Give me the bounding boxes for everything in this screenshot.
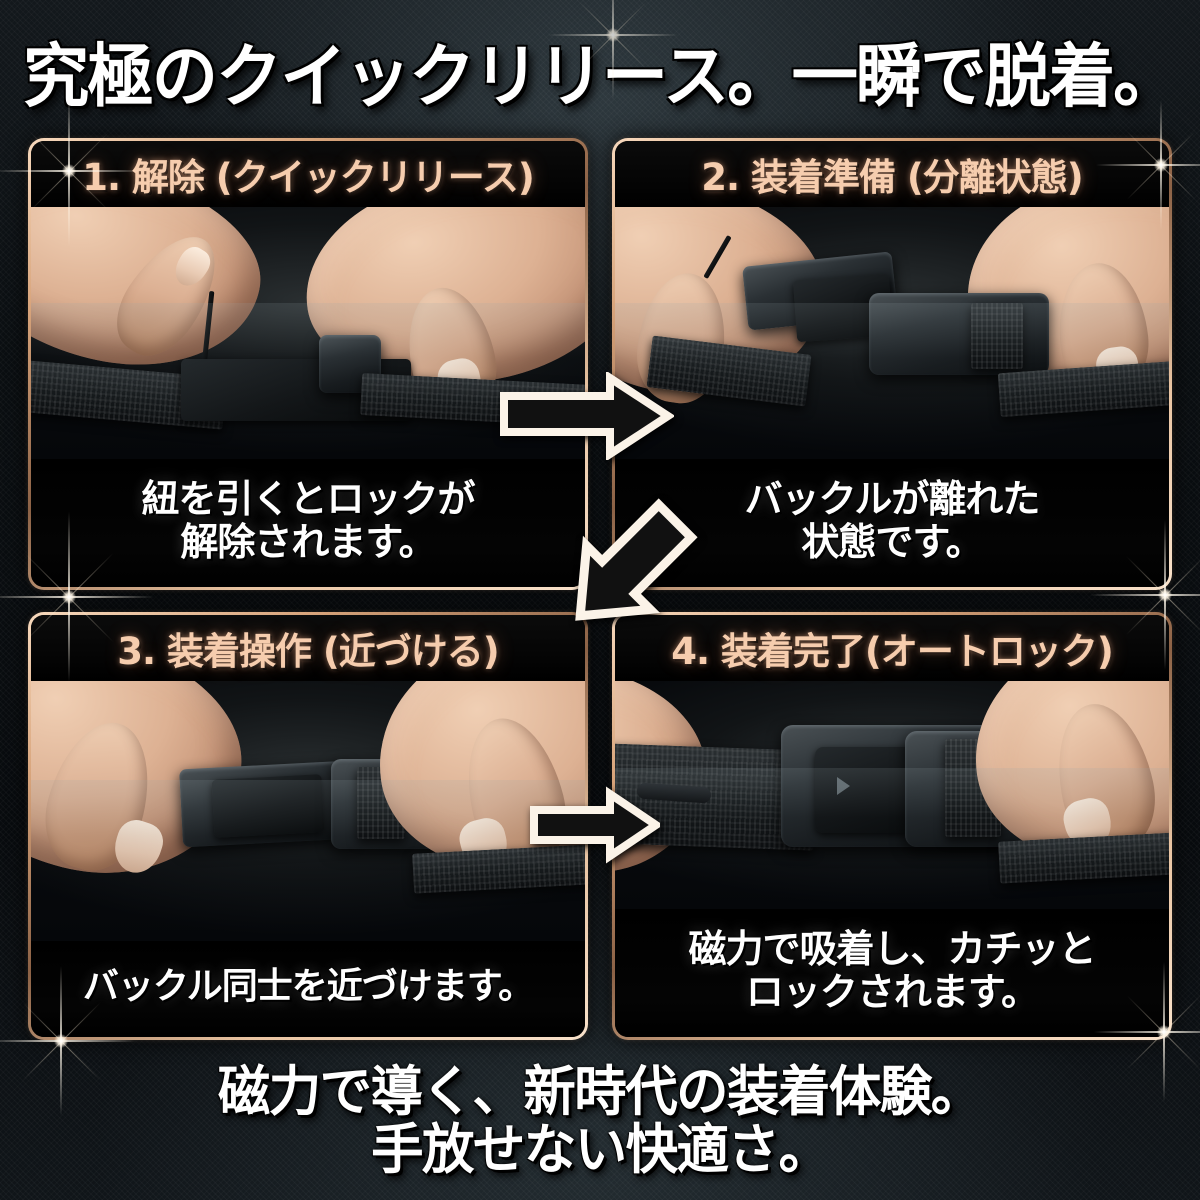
buckle-triangle-logo [837, 777, 850, 795]
step-4-header: 4. 装着完了(オートロック) [615, 615, 1169, 681]
step-4-photo [615, 681, 1169, 909]
step-1-photo [31, 207, 585, 459]
step-4-caption-text: 磁力で吸着し、カチッと ロックされます。 [688, 926, 1096, 1014]
step-1-header: 1. 解除 (クイックリリース) [31, 141, 585, 207]
step-3-header-text: 3. 装着操作 (近づける) [117, 630, 499, 673]
main-title-text: 究極のクイックリリース。一瞬で脱着。 [22, 37, 1179, 117]
step-1-caption-text: 紐を引くとロックが 解除されます。 [141, 476, 475, 564]
step-4-caption: 磁力で吸着し、カチッと ロックされます。 [615, 909, 1169, 1037]
footer-tagline: 磁力で導く、新時代の装着体験。 手放せない快適さ。 [0, 1046, 1200, 1196]
footer-line-2: 手放せない快適さ。 [370, 1118, 831, 1181]
arrow-1-to-2-icon [500, 372, 674, 460]
arrow-2-to-3-icon [575, 498, 698, 621]
step-2-caption-text: バックルが離れた 状態です。 [744, 476, 1041, 564]
step-panel-4: 4. 装着完了(オートロック) 磁力で吸着し、カチッと ロックされます。 [612, 612, 1172, 1040]
step-2-header-text: 2. 装着準備 (分離状態) [701, 156, 1083, 199]
step-1-caption: 紐を引くとロックが 解除されます。 [31, 459, 585, 587]
step-2-header: 2. 装着準備 (分離状態) [615, 141, 1169, 207]
step-1-header-text: 1. 解除 (クイックリリース) [82, 156, 535, 199]
step-3-caption: バックル同士を近づけます。 [31, 941, 585, 1037]
step-panel-2: 2. 装着準備 (分離状態) バックルが離れた 状態です。 [612, 138, 1172, 590]
step-4-header-text: 4. 装着完了(オートロック) [671, 630, 1114, 673]
footer-line-1: 磁力で導く、新時代の装着体験。 [218, 1059, 983, 1123]
step-2-caption: バックルが離れた 状態です。 [615, 459, 1169, 587]
arrow-3-to-4-icon [530, 786, 660, 864]
step-panel-3: 3. 装着操作 (近づける) バックル同士を近づけます。 [28, 612, 588, 1040]
main-title: 究極のクイックリリース。一瞬で脱着。 [0, 22, 1200, 118]
step-2-photo [615, 207, 1169, 459]
step-3-header: 3. 装着操作 (近づける) [31, 615, 585, 681]
step-panel-1: 1. 解除 (クイックリリース) 紐を引くとロックが 解除されます。 [28, 138, 588, 590]
step-3-photo [31, 681, 585, 941]
step-3-caption-text: バックル同士を近づけます。 [82, 966, 534, 1008]
